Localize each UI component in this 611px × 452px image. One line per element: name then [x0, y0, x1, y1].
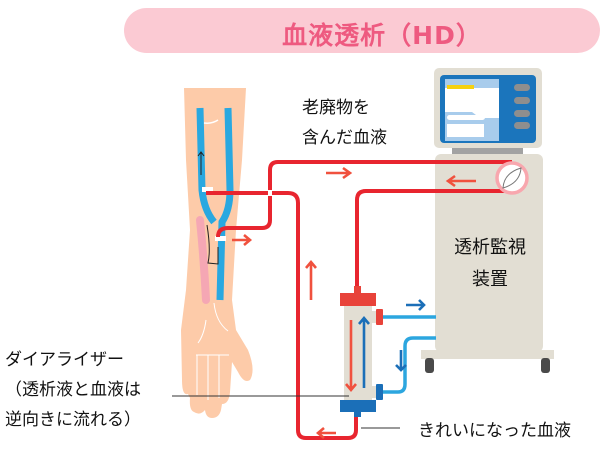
screen-box: [447, 124, 484, 137]
tube-outgoing: [216, 160, 512, 238]
arrow-left-bottom: [315, 427, 336, 439]
screen-pill: [447, 115, 485, 120]
wrinkle: [203, 119, 219, 124]
needle-venous: [202, 187, 213, 192]
monitor-label-line-2: 装置: [472, 269, 508, 290]
dialyzer: [340, 286, 383, 417]
screen-button-3: [514, 110, 530, 117]
arrow-up-return: [305, 259, 317, 300]
arrow-right-from-arm: [232, 234, 253, 246]
palm-line-2: [213, 302, 229, 332]
screen-button-1: [514, 84, 530, 91]
wheel-left: [425, 358, 434, 373]
flow-arrow-vein: [197, 151, 205, 175]
dialysate-arrows: [395, 299, 426, 372]
arrow-right-top: [326, 166, 353, 180]
wheel-right: [541, 358, 550, 373]
waste-blood-label-line-1: 老廃物を: [302, 98, 370, 118]
blood-pump: [495, 161, 529, 195]
pump-ring: [495, 161, 529, 195]
port-bottom-collar: [372, 386, 376, 398]
waste-blood-label-line-2: 含んだ血液: [302, 128, 387, 148]
tube-to-dialyzer: [355, 189, 512, 293]
port-top: [376, 309, 383, 325]
title-banner: 血液透析（HD）: [124, 8, 600, 53]
tube-return: [206, 191, 358, 440]
port-bottom: [376, 384, 383, 400]
needle-arterial: [215, 236, 226, 241]
screen-window: [445, 88, 499, 118]
waste-blood-label: 老廃物を 含んだ血液: [302, 93, 387, 153]
dialyzer-top-neck: [354, 286, 361, 295]
arrow-up-dialysate-inside: [358, 315, 370, 388]
finger-lines: [196, 354, 229, 400]
arrow-left-machine-over: [445, 174, 476, 188]
blood-circuit: [206, 160, 512, 440]
port-top-collar: [372, 311, 376, 323]
arm-illustration: [181, 88, 253, 418]
dialyzer-top-cap: [340, 293, 376, 306]
flow-arrow-artery: [206, 224, 219, 265]
screen-button-2: [514, 97, 530, 104]
dialysis-monitor-machine: [421, 68, 554, 373]
dialyzer-label: ダイアライザー （透析液と血液は 逆向きに流れる）: [5, 345, 141, 435]
dialyzer-bottom-cap: [340, 400, 376, 412]
dialyzer-label-line-1: ダイアライザー: [5, 350, 124, 370]
artery: [196, 216, 210, 304]
clean-blood-label: きれいになった血液: [418, 421, 571, 441]
screen-yellow-bar: [447, 85, 474, 89]
dialyzer-bottom-neck: [354, 411, 361, 417]
monitor-stand: [452, 148, 523, 154]
machine-base: [421, 350, 554, 359]
dialyzer-label-line-3: 逆向きに流れる）: [5, 410, 141, 430]
arm-skin: [181, 88, 253, 418]
arrow-right-dialysate: [406, 299, 426, 311]
machine-body: [435, 154, 543, 352]
arrow-down-dialysate: [395, 350, 407, 372]
pump-rotor-icon: [502, 167, 522, 189]
vein-right: [216, 107, 234, 301]
diagram-title: 血液透析（HD）: [282, 21, 482, 50]
arrow-down-blood-inside: [345, 320, 357, 393]
dialyzer-label-line-2: （透析液と血液は: [5, 380, 141, 400]
screen-button-4: [514, 122, 530, 129]
monitor-label-line-1: 透析監視: [454, 237, 526, 258]
blood-arrows: [232, 166, 476, 439]
monitor-label: 透析監視 装置: [440, 232, 540, 296]
palm-line-1: [197, 319, 207, 344]
